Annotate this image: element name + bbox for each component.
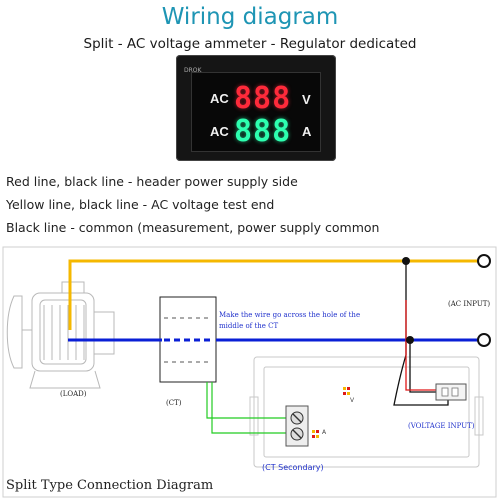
diagram-caption: Split Type Connection Diagram	[6, 478, 214, 493]
junction-dot-yellow	[402, 257, 410, 265]
load-motor-icon	[6, 281, 115, 389]
page-subtitle: Split - AC voltage ammeter - Regulator d…	[83, 36, 417, 52]
voltage-unit: V	[302, 92, 311, 107]
current-unit: A	[302, 124, 312, 139]
voltage-digits: 888	[234, 81, 292, 116]
voltage-input-label: (VOLTAGE INPUT)	[408, 422, 475, 430]
indicator-marks	[312, 387, 350, 438]
ct-secondary-terminal-block	[285, 405, 309, 447]
meter-device: DROK AC 888 V AC 888 A	[176, 55, 336, 161]
load-label: (LOAD)	[60, 390, 87, 398]
terminal-v-label: V	[350, 397, 355, 404]
green-wires	[206, 382, 290, 434]
meter-display-window: AC 888 V AC 888 A	[191, 72, 321, 152]
diagram-frame	[2, 246, 497, 498]
yellow-wire	[68, 259, 480, 330]
meter-label-ac-bottom: AC	[210, 124, 229, 139]
description-line-2: Yellow line, black line - AC voltage tes…	[6, 197, 275, 212]
page-title: Wiring diagram	[161, 4, 339, 30]
red-wire	[405, 300, 456, 395]
black-wires	[393, 261, 449, 406]
ct-wire-note: Make the wire go across the hole of the …	[219, 311, 361, 330]
ac-input-label: (AC INPUT)	[448, 300, 491, 308]
meter-back-outline	[249, 356, 484, 468]
ct-label: (CT)	[166, 399, 182, 407]
description-line-3: Black line - common (measurement, power …	[6, 220, 380, 235]
meter-brand: DROK	[184, 67, 202, 74]
ac-input-terminal-top	[477, 254, 491, 268]
voltage-input-connector	[435, 383, 467, 401]
current-digits: 888	[234, 114, 292, 149]
terminal-a-label: A	[322, 429, 327, 436]
meter-label-ac-top: AC	[210, 91, 229, 106]
ct-secondary-label: (CT Secondary)	[262, 463, 324, 472]
ac-input-terminal-bottom	[477, 333, 491, 347]
description-line-1: Red line, black line - header power supp…	[6, 174, 298, 189]
junction-dot-blue	[406, 336, 414, 344]
